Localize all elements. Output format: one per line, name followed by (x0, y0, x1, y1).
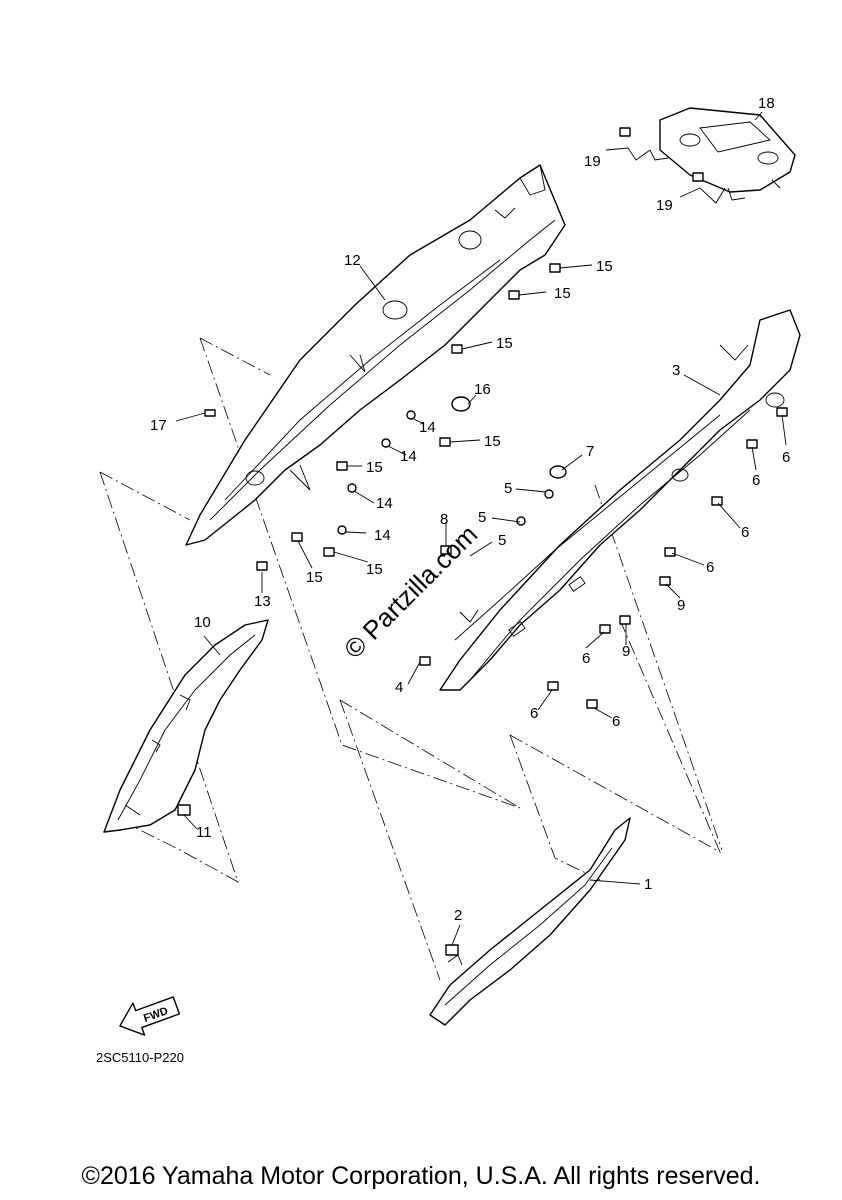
callout-14c: 14 (376, 495, 393, 512)
callout-15f: 15 (306, 569, 323, 586)
callout-6e: 6 (582, 650, 590, 667)
callout-15c: 15 (496, 335, 513, 352)
callout-6c: 6 (741, 524, 749, 541)
callout-6a: 6 (752, 472, 760, 489)
callout-15e: 15 (366, 459, 383, 476)
callout-12: 12 (344, 252, 361, 269)
callout-2: 2 (454, 907, 462, 924)
side-cover-panel-3 (439, 309, 801, 691)
callout-4: 4 (395, 679, 403, 696)
callout-14d: 14 (374, 527, 391, 544)
fwd-arrow-icon: FWD (119, 996, 181, 1036)
callout-1: 1 (644, 876, 652, 893)
callout-6d: 6 (706, 559, 714, 576)
callout-18: 18 (758, 95, 775, 112)
callout-15b: 15 (554, 285, 571, 302)
callout-7: 7 (586, 443, 594, 460)
copyright-notice: ©2016 Yamaha Motor Corporation, U.S.A. A… (81, 1162, 761, 1190)
callout-15a: 15 (596, 258, 613, 275)
callout-13: 13 (254, 593, 271, 610)
callout-9b: 9 (622, 643, 630, 660)
callout-3: 3 (672, 362, 680, 379)
callout-6b: 6 (782, 449, 790, 466)
callout-6g: 6 (612, 713, 620, 730)
callout-9a: 9 (677, 597, 685, 614)
callout-8: 8 (440, 511, 448, 528)
leader-lines (175, 111, 787, 946)
callout-15g: 15 (366, 561, 383, 578)
callout-labels: 1 2 3 4 5 5 5 6 6 6 6 6 6 6 7 8 9 9 10 1… (150, 95, 790, 924)
inner-cover-10 (103, 619, 269, 833)
callout-5a: 5 (504, 480, 512, 497)
callout-16: 16 (474, 381, 491, 398)
fasteners (177, 127, 788, 956)
side-cover-panel-12 (185, 164, 566, 546)
callout-11: 11 (196, 824, 212, 841)
callout-19b: 19 (656, 197, 673, 214)
callout-5b: 5 (478, 509, 486, 526)
callout-14a: 14 (419, 419, 436, 436)
diagram-code: 2SC5110-P220 (96, 1050, 184, 1065)
reference-lines (99, 337, 723, 981)
rear-carrier-18 (649, 107, 796, 201)
callout-5c: 5 (498, 532, 506, 549)
callout-19a: 19 (584, 153, 601, 170)
callout-6f: 6 (530, 705, 538, 722)
callout-14b: 14 (400, 448, 417, 465)
watermark: © Partzilla.com (338, 519, 483, 664)
callout-17: 17 (150, 417, 167, 434)
callout-10: 10 (194, 614, 211, 631)
callout-15d: 15 (484, 433, 501, 450)
